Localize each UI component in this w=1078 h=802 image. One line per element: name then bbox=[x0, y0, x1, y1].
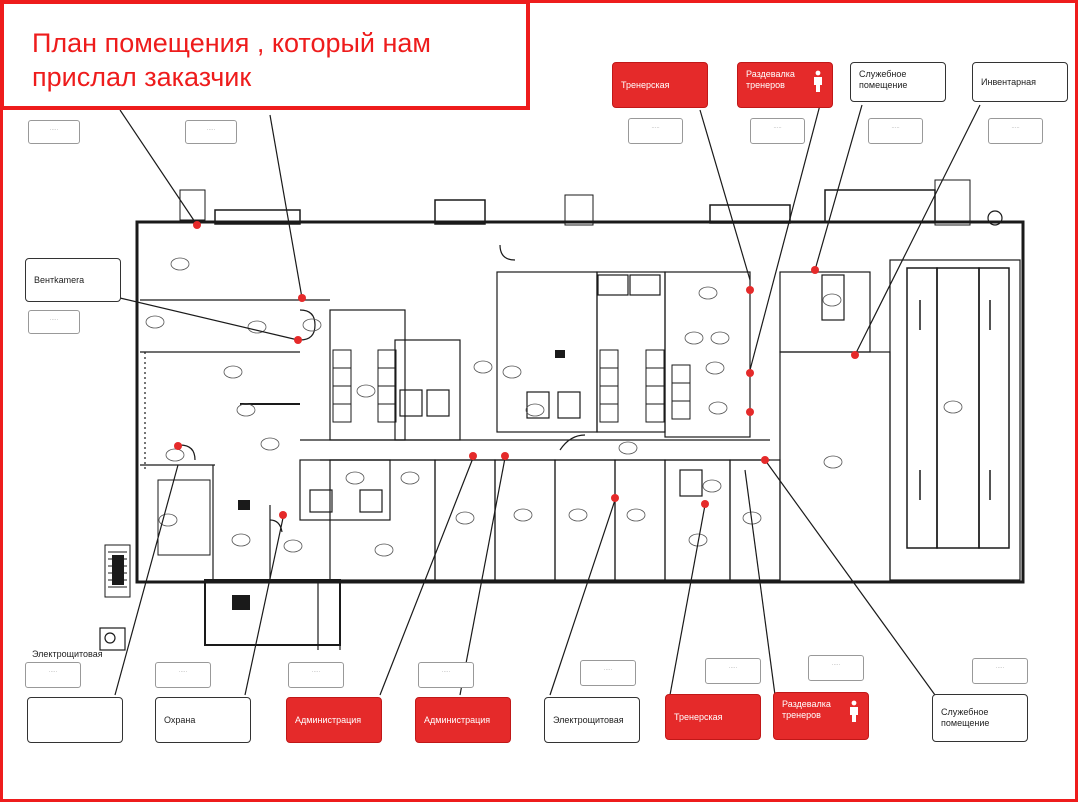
callout-guard: Охрана bbox=[155, 697, 251, 743]
callout-label: Охрана bbox=[164, 714, 196, 725]
callout-label: Раздевалка тренеров bbox=[746, 69, 795, 90]
room-tag: ····· bbox=[750, 118, 805, 144]
room-tag: ····· bbox=[628, 118, 683, 144]
bottom-wing bbox=[204, 579, 341, 646]
callout-label: Инвентарная bbox=[981, 77, 1036, 87]
callout-label: Служебное помещение bbox=[941, 707, 990, 728]
label-electrical-left: Электрощитовая bbox=[32, 649, 103, 659]
person-icon bbox=[850, 700, 858, 722]
callout-label: Тренерская bbox=[674, 711, 723, 722]
callout-service-room-top: Служебное помещение bbox=[850, 62, 946, 102]
room-tag: ····· bbox=[580, 660, 636, 686]
room-tag: ····· bbox=[288, 662, 344, 688]
title-line-2: прислал заказчик bbox=[32, 62, 252, 92]
callout-label: Служебное помещение bbox=[859, 69, 908, 90]
callout-trainer-room-top: Тренерская bbox=[612, 62, 708, 108]
room-tag: ····· bbox=[705, 658, 761, 684]
room-tag: ····· bbox=[28, 310, 80, 334]
room-tag: ····· bbox=[25, 662, 81, 688]
callout-administration-1: Администрация bbox=[286, 697, 382, 743]
callout-empty bbox=[27, 697, 123, 743]
callout-trainer-locker-bottom: Раздевалка тренеров bbox=[773, 692, 869, 740]
callout-label: Электрощитовая bbox=[553, 714, 624, 725]
callout-label: Администрация bbox=[295, 714, 362, 725]
room-tag: ····· bbox=[28, 120, 80, 144]
callout-electrical-bottom: Электрощитовая bbox=[544, 697, 640, 743]
room-tag: ····· bbox=[155, 662, 211, 688]
callout-label: Администрация bbox=[424, 714, 491, 725]
room-tag: ····· bbox=[988, 118, 1043, 144]
callout-administration-2: Администрация bbox=[415, 697, 511, 743]
callout-service-room-bottom: Служебное помещение bbox=[932, 694, 1028, 742]
room-tag: ····· bbox=[185, 120, 237, 144]
callout-ventkamera: Вентkamera bbox=[25, 258, 121, 302]
callout-trainer-room-bottom: Тренерская bbox=[665, 694, 761, 740]
room-tag: ····· bbox=[418, 662, 474, 688]
room-tag: ····· bbox=[972, 658, 1028, 684]
callout-trainer-locker-top: Раздевалка тренеров bbox=[737, 62, 833, 108]
title-line-1: План помещения , который нам bbox=[32, 28, 431, 58]
callout-label: Вентkamera bbox=[34, 275, 85, 285]
callout-label: Тренерская bbox=[621, 79, 670, 90]
room-tag: ····· bbox=[868, 118, 923, 144]
building-outline bbox=[135, 220, 1025, 584]
title-box: План помещения , который нам прислал зак… bbox=[0, 0, 530, 110]
person-icon bbox=[814, 70, 822, 92]
callout-label: Раздевалка тренеров bbox=[782, 699, 831, 720]
callout-inventory: Инвентарная bbox=[972, 62, 1068, 102]
room-tag: ····· bbox=[808, 655, 864, 681]
